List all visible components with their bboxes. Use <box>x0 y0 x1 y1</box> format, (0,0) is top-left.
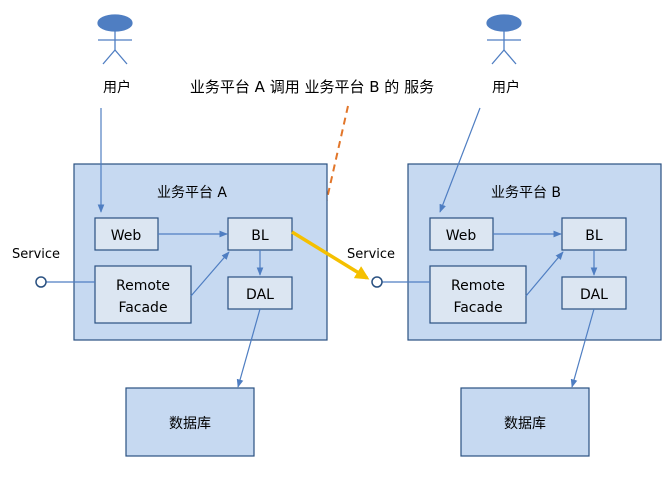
user-label-b: 用户 <box>492 79 520 96</box>
user-to-web-arrow-b <box>439 107 481 213</box>
facade-to-bl-arrow-b <box>525 251 564 297</box>
service-port-b-icon <box>371 276 383 288</box>
platform-b: 用户 业务平台 B Web BL DAL Remote Facade Servi… <box>347 14 662 457</box>
remote-facade-box-a <box>94 265 192 324</box>
database-box-b <box>460 387 590 457</box>
facade-to-bl-arrow-a <box>190 251 230 297</box>
platform-a: 用户 业务平台 A Web BL DAL Remote Facade Servi… <box>12 14 328 457</box>
cross-platform-call-arrow <box>291 230 370 280</box>
database-box-a <box>125 387 255 457</box>
dal-box-a <box>227 276 293 310</box>
web-label-b: Web <box>446 228 477 244</box>
user-label-a: 用户 <box>103 79 131 96</box>
bl-label-b: BL <box>585 228 603 244</box>
platform-a-title: 业务平台 A <box>157 185 227 201</box>
dal-box-b <box>561 276 627 310</box>
platform-b-title: 业务平台 B <box>491 185 561 201</box>
annotation-dashed-line <box>323 105 349 213</box>
remote-facade-line2-b: Facade <box>453 300 502 316</box>
service-label-a: Service <box>12 247 60 262</box>
database-label-a: 数据库 <box>169 416 211 432</box>
bl-label-a: BL <box>251 228 269 244</box>
service-port-a-icon <box>35 276 47 288</box>
dal-label-b: DAL <box>580 287 608 303</box>
remote-facade-line2-a: Facade <box>118 300 167 316</box>
user-actor-a-icon <box>97 14 133 65</box>
bl-box-b <box>561 217 627 251</box>
database-label-b: 数据库 <box>504 416 546 432</box>
annotation-label: 业务平台 A 调用 业务平台 B 的 服务 <box>190 78 434 96</box>
dal-to-db-arrow-a <box>236 308 261 388</box>
user-actor-b-icon <box>486 14 522 65</box>
remote-facade-line1-b: Remote <box>451 278 505 294</box>
web-label-a: Web <box>111 228 142 244</box>
remote-facade-box-b <box>429 265 527 324</box>
dal-label-a: DAL <box>246 287 274 303</box>
service-label-b: Service <box>347 247 395 262</box>
remote-facade-line1-a: Remote <box>116 278 170 294</box>
web-box-b <box>429 217 494 251</box>
dal-to-db-arrow-b <box>570 308 595 388</box>
